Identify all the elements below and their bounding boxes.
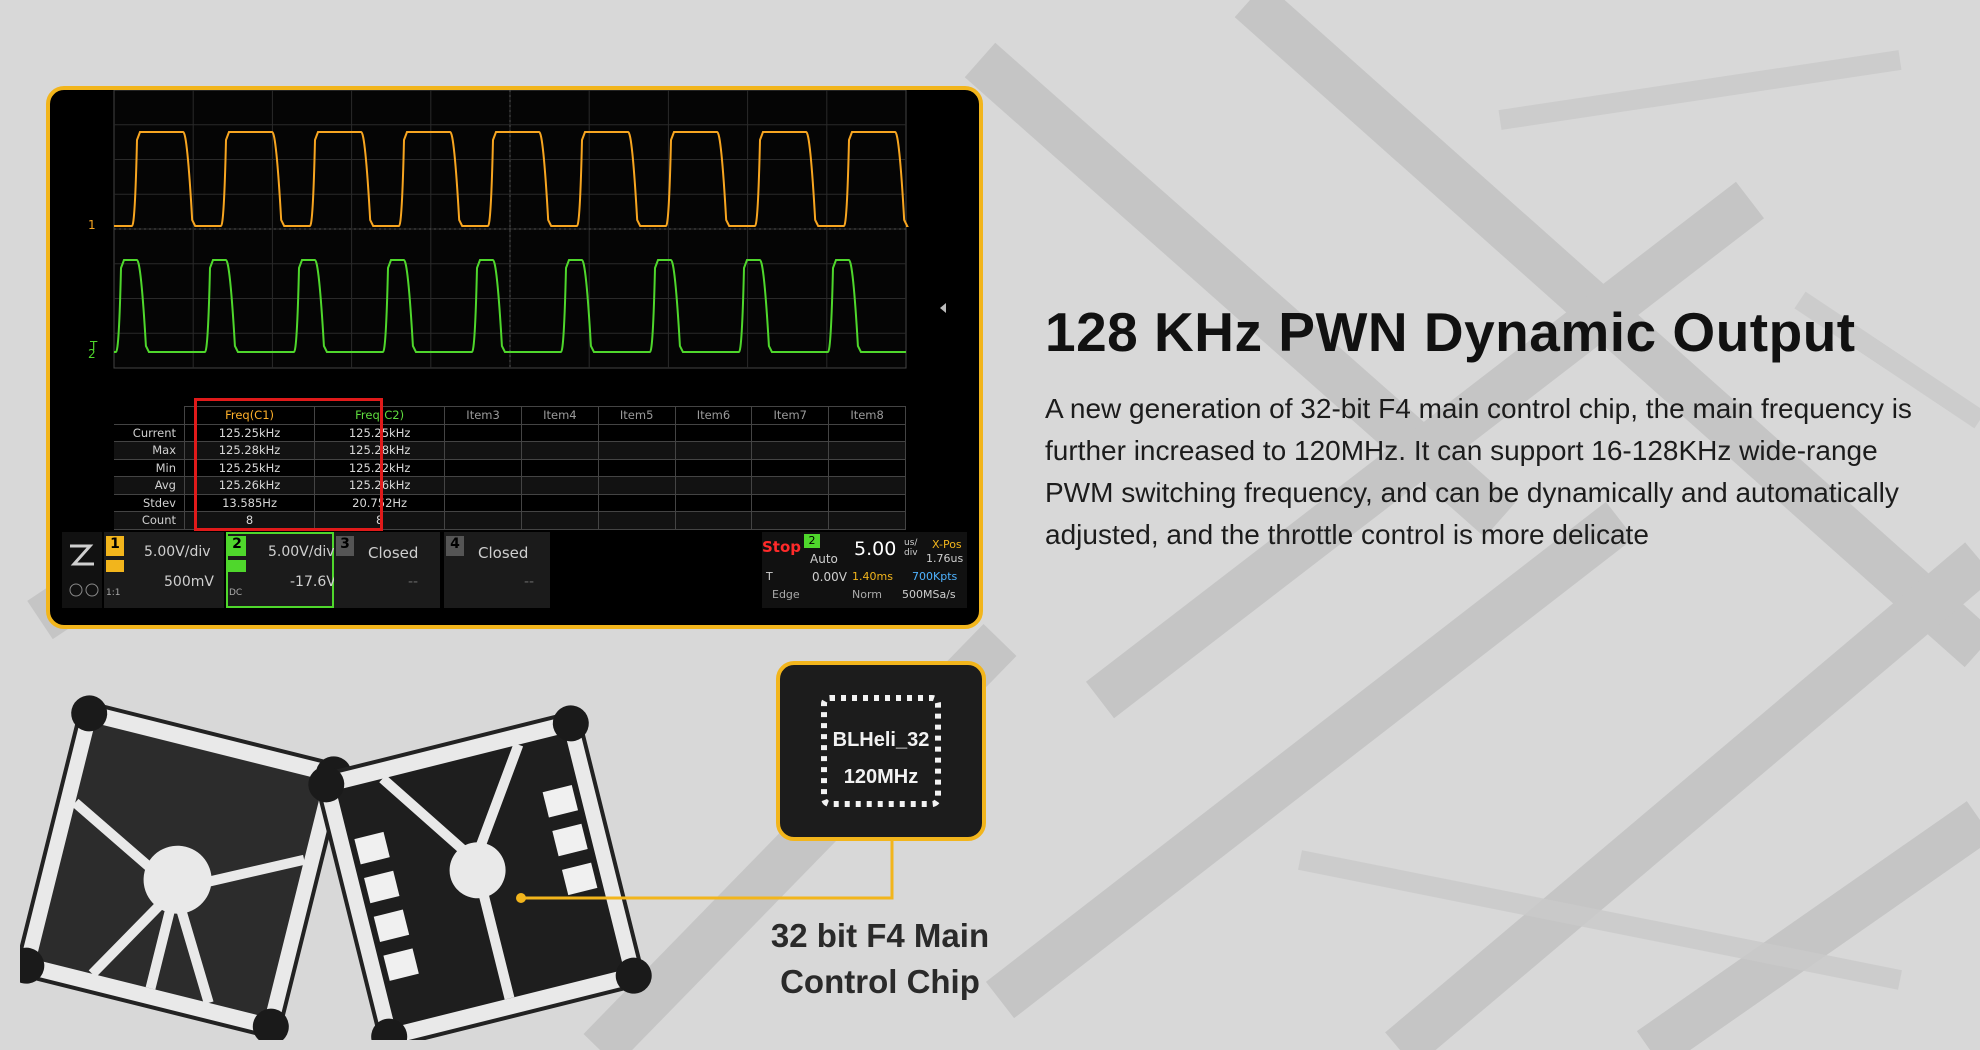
ch4-dashes: --: [524, 574, 535, 590]
esc-board-front: [308, 705, 652, 1040]
ch1-coupling: 1:1: [106, 588, 121, 598]
acq-mode: Norm: [852, 588, 883, 601]
col-header: Freq(C2): [314, 406, 446, 425]
cell: 125.26kHz: [183, 476, 316, 495]
sample-rate: 500MSa/s: [902, 588, 956, 601]
row-label: Max: [114, 441, 185, 460]
trigger-mode: Auto: [810, 552, 838, 566]
ch1-number: 1: [106, 536, 124, 556]
channel3-panel[interactable]: 3 Closed --: [334, 532, 440, 608]
ch4-number: 4: [446, 536, 464, 556]
ch1-volts-div: 5.00V/div: [144, 544, 211, 560]
timebase-unit-top: us/: [904, 538, 918, 548]
brand-logo-icon: [69, 544, 99, 597]
trigger-type: Edge: [772, 588, 800, 601]
oscilloscope-display: 1 T 2 Freq(C1) Freq(C2) Item3 Item4 Item…: [46, 86, 983, 629]
waveform-area: 1 T 2: [88, 90, 946, 369]
acquisition-panel[interactable]: Stop 2 Auto T 0.00V Edge 5.00 us/ div 1.…: [762, 532, 967, 608]
ch1-dc-icon: [106, 560, 124, 572]
col-header: Item7: [751, 406, 830, 425]
row-label: Stdev: [114, 493, 185, 512]
channel2-panel[interactable]: 2 5.00V/div -17.6V DC: [226, 532, 336, 608]
blank-header: [114, 407, 185, 425]
points: 700Kpts: [912, 570, 958, 583]
cell: 125.25kHz: [183, 423, 316, 442]
row-label: Avg: [114, 476, 185, 495]
ch2-volts-div: 5.00V/div: [268, 544, 335, 560]
channel4-panel[interactable]: 4 Closed --: [444, 532, 550, 608]
col-header: Item6: [674, 406, 753, 425]
row-label: Count: [114, 511, 185, 530]
chip-name: BLHeli_32: [832, 729, 930, 751]
col-header: Item5: [597, 406, 676, 425]
scope-status-bar: 1 5.00V/div 500mV 1:1 2 5.00V/div -17.6V…: [62, 532, 967, 610]
cell: 8: [314, 511, 446, 530]
brand-logo-area: [62, 532, 102, 608]
chip-frequency: 120MHz: [843, 766, 919, 788]
ch1-marker: 1: [88, 218, 96, 232]
channel1-panel[interactable]: 1 5.00V/div 500mV 1:1: [104, 532, 224, 608]
run-state: Stop: [762, 538, 801, 560]
ch3-state: Closed: [368, 544, 419, 562]
trigger-level: 0.00V: [812, 570, 847, 584]
row-label: Current: [114, 423, 185, 442]
ch3-dashes: --: [408, 574, 419, 590]
timebase-unit-bottom: div: [904, 548, 918, 558]
ch1-offset: 500mV: [164, 574, 214, 590]
xpos-value: 1.76us: [926, 552, 964, 565]
cell: 8: [183, 511, 316, 530]
cell: 125.22kHz: [314, 458, 446, 477]
cell: 13.585Hz: [183, 493, 316, 512]
esc-boards-image: [20, 695, 652, 1040]
measurement-table: Freq(C1) Freq(C2) Item3 Item4 Item5 Item…: [114, 406, 906, 530]
ch2-dc-icon: [228, 560, 246, 572]
channel1-waveform: [114, 131, 909, 227]
col-header: Item8: [828, 406, 906, 425]
chip-icon: [821, 695, 941, 807]
trigger-marker: T: [89, 339, 98, 353]
ch3-number: 3: [336, 536, 354, 556]
col-header: Item4: [520, 406, 599, 425]
ch2-number: 2: [228, 536, 246, 556]
channel2-waveform: [114, 259, 906, 353]
chip-caption-line2: Control Chip: [780, 963, 980, 1000]
ch2-marker: 2: [88, 347, 96, 361]
headline: 128 KHz PWN Dynamic Output: [1045, 301, 1856, 363]
chip-caption-line1: 32 bit F4 Main: [770, 917, 990, 954]
row-label: Min: [114, 458, 185, 477]
cell: 125.26kHz: [314, 476, 446, 495]
cell: 125.28kHz: [314, 441, 446, 460]
ch2-coupling: DC: [229, 588, 243, 598]
xpos-label: X-Pos: [932, 538, 962, 551]
col-header: Item3: [444, 406, 522, 425]
cell: 125.25kHz: [183, 458, 316, 477]
description: A new generation of 32-bit F4 main contr…: [1045, 393, 1912, 550]
trigger-source: 2: [804, 534, 820, 548]
cell: 20.752Hz: [314, 493, 446, 512]
cell: 125.25kHz: [314, 423, 446, 442]
timebase: 5.00: [854, 538, 897, 560]
esc-board-back: [20, 695, 352, 1040]
cell: 125.28kHz: [183, 441, 316, 460]
chip-card: BLHeli_32 120MHz: [776, 661, 986, 841]
ch4-state: Closed: [478, 544, 529, 562]
col-header: Freq(C1): [183, 406, 316, 425]
ch2-offset: -17.6V: [290, 574, 336, 590]
delay: 1.40ms: [852, 570, 893, 583]
trigger-label: T: [766, 570, 773, 583]
side-collapse-arrow-icon: [940, 303, 946, 313]
